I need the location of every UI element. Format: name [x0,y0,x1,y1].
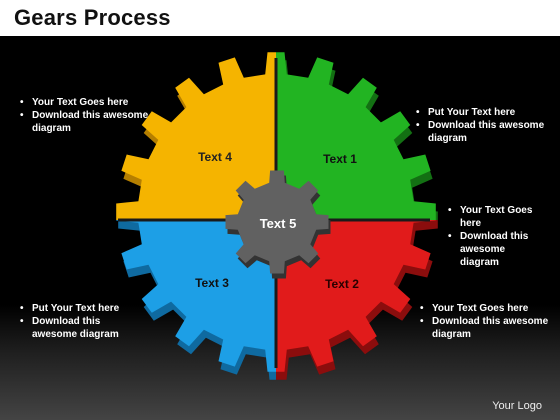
slide-title: Gears Process [14,5,171,30]
callout-item: Put Your Text here [414,106,554,119]
segment-label-2: Text 2 [325,277,359,291]
callout-bottom-right: Your Text Goes here Download this awesom… [418,302,558,341]
callout-item: Download this awesome diagram [446,230,538,269]
center-gear [225,170,331,279]
callout-item: Your Text Goes here [18,96,158,109]
callout-bottom-left: Put Your Text here Download this awesome… [18,302,130,341]
segment-label-3: Text 3 [195,276,229,290]
callout-top-right: Put Your Text here Download this awesome… [414,106,554,145]
gear-segment-bottom-left [116,220,276,380]
callout-item: Download this awesome diagram [18,109,158,135]
segment-label-4: Text 4 [198,150,232,164]
callout-top-left: Your Text Goes here Download this awesom… [18,96,158,135]
gear-segment-top-left [116,52,276,220]
logo-text: Your Logo [492,400,542,412]
gear-segment-top-right [276,52,438,220]
callout-mid-right: Your Text Goes here Download this awesom… [446,204,538,269]
title-bar: Gears Process [0,0,560,36]
callout-item: Download this awesome diagram [414,119,554,145]
callout-item: Your Text Goes here [418,302,558,315]
segment-label-5: Text 5 [260,216,297,231]
callout-item: Your Text Goes here [446,204,538,230]
callout-item: Download this awesome diagram [418,315,558,341]
callout-item: Download this awesome diagram [18,315,130,341]
segment-label-1: Text 1 [323,152,357,166]
callout-item: Put Your Text here [18,302,130,315]
